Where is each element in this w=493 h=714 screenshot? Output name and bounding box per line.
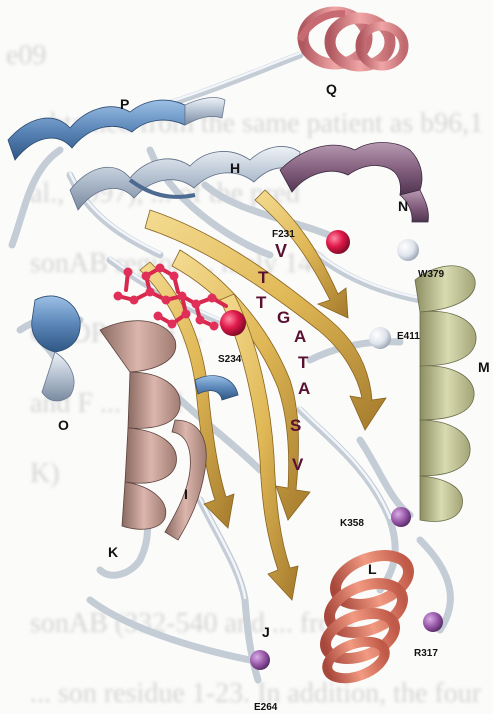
seq-letter: V [275,241,287,261]
label-K358: K358 [340,518,364,529]
seq-letter: T [258,268,269,287]
helix-Q [300,12,404,66]
label-J: J [262,624,270,640]
seq-letter: G [277,308,290,327]
helix-P [8,98,225,160]
sphere-E411 [369,327,391,349]
label-I: I [184,486,188,502]
label-L: L [368,561,377,577]
label-N: N [398,198,408,214]
sphere-K358 [391,507,411,527]
seq-letter: A [298,379,310,398]
label-E411: E411 [397,331,420,342]
label-P: P [120,96,129,112]
seq-letter: S [290,416,301,435]
seq-letter: V [292,455,304,474]
label-Q: Q [326,81,337,97]
sphere-S234 [220,310,246,336]
seq-letter: T [256,293,267,312]
label-K: K [108,544,118,560]
label-F231: F231 [272,229,295,240]
helix-O [32,296,80,401]
seq-letter: A [294,327,306,346]
helix-M [415,266,476,522]
label-S234: S234 [218,354,242,365]
seq-letter: T [298,353,309,372]
label-H: H [230,160,240,176]
label-E264: E264 [254,702,278,713]
label-W379: W379 [418,269,445,280]
label-O: O [58,417,69,433]
label-R317: R317 [414,648,438,659]
sphere-W379 [397,239,419,261]
label-M: M [478,359,490,375]
sphere-F231 [326,230,350,254]
sphere-R317 [423,612,443,632]
sphere-E264 [250,650,270,670]
